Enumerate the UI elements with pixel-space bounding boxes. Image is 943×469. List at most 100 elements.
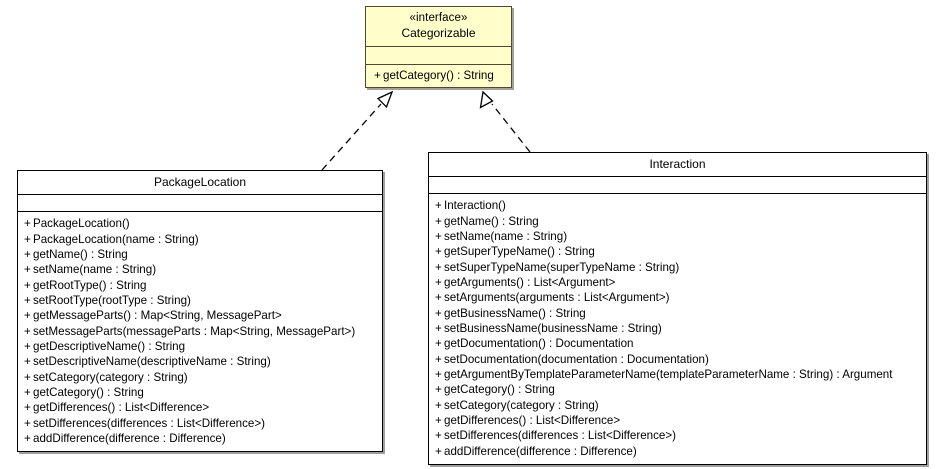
visibility-marker: +	[435, 321, 442, 335]
operation-row: +setArguments(arguments : List<Argument>…	[429, 290, 926, 305]
operation-signature: PackageLocation(name : String)	[33, 232, 199, 246]
class-name: Interaction	[649, 157, 706, 171]
operation-signature: getDocumentation() : Documentation	[444, 337, 634, 351]
class-name: PackageLocation	[153, 175, 247, 189]
interface-stereotype: «interface»	[409, 12, 468, 24]
interface-operations-compartment: +getCategory() : String	[366, 65, 511, 87]
class-packagelocation[interactable]: PackageLocation +PackageLocation() +Pack…	[17, 170, 383, 453]
class-interaction[interactable]: Interaction +Interaction() +getName() : …	[428, 152, 927, 465]
operation-signature: getBusinessName() : String	[444, 306, 586, 320]
operation-signature: getDifferences() : List<Difference>	[444, 413, 621, 427]
operation-row: +getMessageParts() : Map<String, Message…	[18, 308, 382, 323]
operation-signature: getDescriptiveName() : String	[33, 339, 186, 353]
operation-row: +getCategory() : String	[429, 382, 926, 397]
operation-row: +setCategory(category : String)	[429, 398, 926, 413]
visibility-marker: +	[24, 339, 31, 353]
operation-row: +setDocumentation(documentation : Docume…	[429, 352, 926, 367]
operation-row: +addDifference(difference : Difference)	[429, 444, 926, 459]
operation-row: +getCategory() : String	[366, 68, 511, 83]
operation-signature: setName(name : String)	[33, 263, 157, 277]
operation-row: +setRootType(rootType : String)	[18, 293, 382, 308]
operation-signature: setBusinessName(businessName : String)	[444, 321, 662, 335]
operation-signature: setCategory(category : String)	[33, 370, 188, 384]
operation-signature: setCategory(category : String)	[444, 398, 599, 412]
operation-row: +setName(name : String)	[429, 229, 926, 244]
visibility-marker: +	[24, 370, 31, 384]
class-header: Interaction	[429, 153, 926, 178]
operation-signature: setDocumentation(documentation : Documen…	[444, 352, 709, 366]
operation-row: +getDocumentation() : Documentation	[429, 336, 926, 351]
operation-row: +setBusinessName(businessName : String)	[429, 321, 926, 336]
visibility-marker: +	[435, 398, 442, 412]
operation-signature: getArgumentByTemplateParameterName(templ…	[444, 367, 893, 381]
operation-row: +getArguments() : List<Argument>	[429, 275, 926, 290]
operation-row: +setSuperTypeName(superTypeName : String…	[429, 260, 926, 275]
visibility-marker: +	[435, 383, 442, 397]
operation-row: +getBusinessName() : String	[429, 306, 926, 321]
operation-signature: Interaction()	[444, 199, 506, 213]
interface-header: «interface» Categorizable	[366, 7, 511, 47]
visibility-marker: +	[24, 293, 31, 307]
operation-row: +getArgumentByTemplateParameterName(temp…	[429, 367, 926, 382]
visibility-marker: +	[24, 263, 31, 277]
operation-row: +setCategory(category : String)	[18, 370, 382, 385]
visibility-marker: +	[24, 431, 31, 445]
visibility-marker: +	[435, 214, 442, 228]
operation-row: +getDescriptiveName() : String	[18, 339, 382, 354]
operation-signature: PackageLocation()	[33, 217, 130, 231]
interface-categorizable[interactable]: «interface» Categorizable +getCategory()…	[365, 6, 512, 89]
operation-signature: addDifference(difference : Difference)	[444, 444, 637, 458]
operation-row: +getRootType() : String	[18, 278, 382, 293]
operation-signature: setDescriptiveName(descriptiveName : Str…	[33, 355, 271, 369]
operation-signature: getCategory() : String	[33, 385, 144, 399]
visibility-marker: +	[374, 68, 381, 82]
operation-signature: getCategory() : String	[444, 383, 555, 397]
operation-row: +getName() : String	[18, 247, 382, 262]
visibility-marker: +	[24, 309, 31, 323]
visibility-marker: +	[24, 355, 31, 369]
operation-signature: setName(name : String)	[444, 229, 568, 243]
visibility-marker: +	[435, 275, 442, 289]
interface-name: Categorizable	[401, 25, 476, 40]
visibility-marker: +	[435, 291, 442, 305]
visibility-marker: +	[24, 324, 31, 338]
operation-row: +addDifference(difference : Difference)	[18, 431, 382, 446]
operation-signature: getMessageParts() : Map<String, MessageP…	[33, 309, 282, 323]
visibility-marker: +	[435, 429, 442, 443]
visibility-marker: +	[435, 229, 442, 243]
operation-signature: getCategory() : String	[383, 68, 494, 82]
visibility-marker: +	[435, 444, 442, 458]
operation-signature: setDifferences(differences : List<Differ…	[33, 416, 265, 430]
hollow-triangle-arrowhead-icon	[376, 90, 394, 109]
operation-signature: addDifference(difference : Difference)	[33, 431, 226, 445]
operation-signature: getSuperTypeName() : String	[444, 245, 595, 259]
operation-row: +getDifferences() : List<Difference>	[18, 400, 382, 415]
operation-row: +getDifferences() : List<Difference>	[429, 413, 926, 428]
operation-row: +PackageLocation()	[18, 216, 382, 231]
realization-packagelocation-to-categorizable	[321, 90, 394, 171]
operation-signature: getRootType() : String	[33, 278, 147, 292]
visibility-marker: +	[24, 232, 31, 246]
operation-signature: getArguments() : List<Argument>	[444, 275, 616, 289]
operation-row: +getName() : String	[429, 214, 926, 229]
operation-row: +getSuperTypeName() : String	[429, 244, 926, 259]
class-header: PackageLocation	[18, 171, 382, 196]
operation-row: +getCategory() : String	[18, 385, 382, 400]
visibility-marker: +	[435, 367, 442, 381]
operation-row: +setMessageParts(messageParts : Map<Stri…	[18, 324, 382, 339]
operation-signature: getName() : String	[444, 214, 539, 228]
interface-attributes-compartment	[366, 47, 511, 65]
visibility-marker: +	[24, 247, 31, 261]
operation-signature: setArguments(arguments : List<Argument>)	[444, 291, 670, 305]
operation-row: +setDifferences(differences : List<Diffe…	[18, 416, 382, 431]
visibility-marker: +	[435, 337, 442, 351]
operation-row: +setName(name : String)	[18, 262, 382, 277]
operation-signature: setRootType(rootType : String)	[33, 293, 191, 307]
visibility-marker: +	[435, 413, 442, 427]
visibility-marker: +	[24, 416, 31, 430]
visibility-marker: +	[24, 401, 31, 415]
operation-signature: setDifferences(differences : List<Differ…	[444, 429, 676, 443]
class-attributes-compartment	[18, 195, 382, 213]
hollow-triangle-arrowhead-icon	[479, 90, 494, 109]
